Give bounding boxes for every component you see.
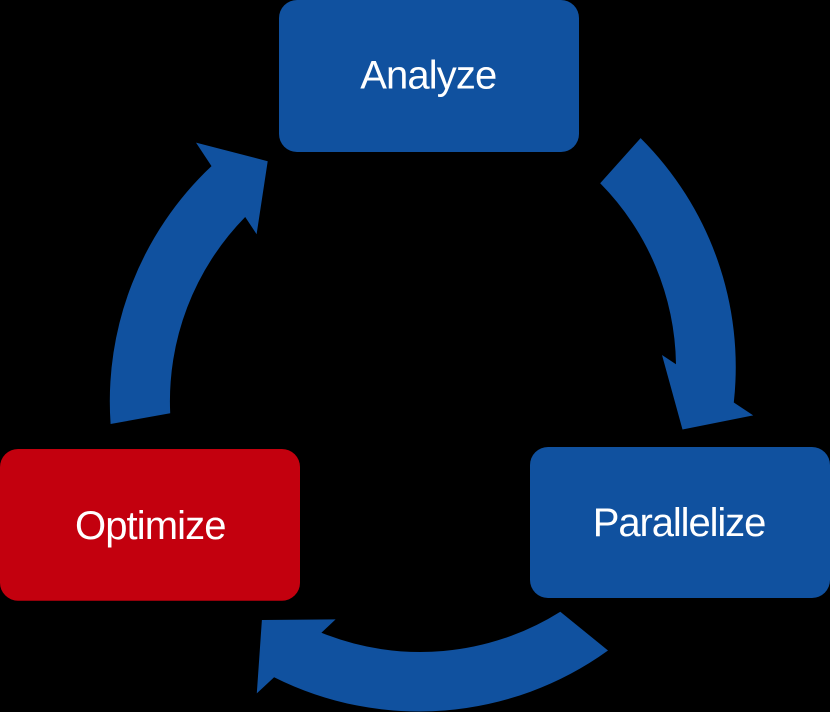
svg-text:Parallelize: Parallelize (593, 501, 765, 545)
svg-text:Optimize: Optimize (75, 504, 226, 548)
svg-text:Analyze: Analyze (360, 54, 496, 98)
